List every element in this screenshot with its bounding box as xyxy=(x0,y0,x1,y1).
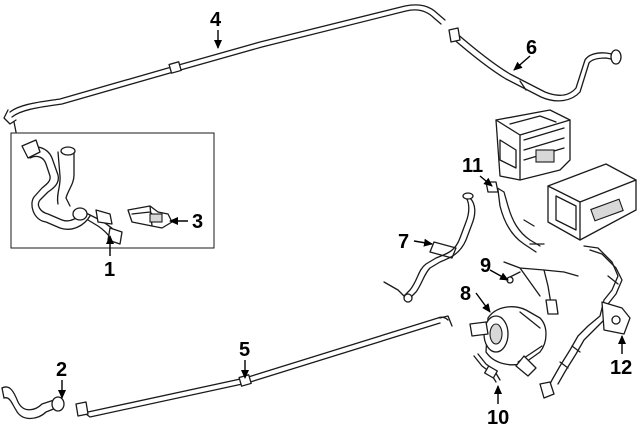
callout-4: 4 xyxy=(210,9,222,31)
callout-1: 1 xyxy=(104,259,115,281)
part-9-harness[interactable] xyxy=(503,261,579,315)
callout-10: 10 xyxy=(487,407,509,429)
callout-7: 7 xyxy=(398,231,409,253)
callout-2: 2 xyxy=(56,359,67,381)
part-10-clip[interactable] xyxy=(473,353,501,383)
callout-5: 5 xyxy=(239,339,250,361)
callout-labels: 4 6 11 3 7 9 1 8 5 12 2 10 xyxy=(56,9,632,429)
ecu-box[interactable] xyxy=(547,163,637,241)
part-1-coolant-pipe[interactable] xyxy=(21,139,123,245)
part-6-hose[interactable] xyxy=(448,27,622,102)
callout-12: 12 xyxy=(610,357,632,379)
leader-lines xyxy=(58,30,626,404)
inverter-module[interactable] xyxy=(495,109,571,181)
callout-9: 9 xyxy=(480,255,491,277)
part-11-harness[interactable] xyxy=(485,181,545,253)
callout-6: 6 xyxy=(526,37,537,59)
part-3-bracket[interactable] xyxy=(127,205,173,229)
part-5-hose[interactable] xyxy=(75,315,453,418)
parts-1-3-frame xyxy=(10,132,215,249)
callout-8: 8 xyxy=(460,283,471,305)
callout-3: 3 xyxy=(192,211,203,233)
callout-11: 11 xyxy=(462,155,483,177)
part-4-hose[interactable] xyxy=(3,4,446,133)
part-7-hose[interactable] xyxy=(383,192,476,303)
part-2-hose[interactable] xyxy=(1,386,65,420)
part-12-harness[interactable] xyxy=(539,245,631,399)
part-8-water-pump[interactable] xyxy=(469,306,547,377)
